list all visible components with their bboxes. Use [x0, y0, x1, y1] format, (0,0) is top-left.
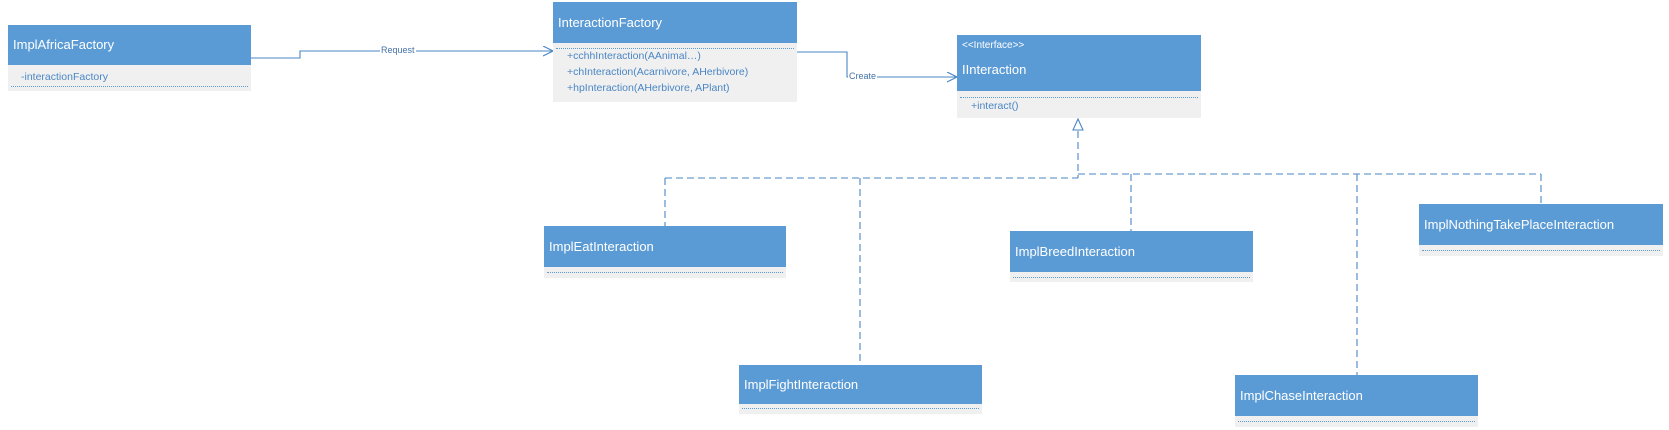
class-interaction-factory: InteractionFactory +cchhInteraction(AAni… [553, 2, 797, 102]
request-edge-label: Request [380, 45, 416, 56]
class-impl-eat-interaction: ImplEatInteraction [544, 226, 786, 278]
class-body [1010, 272, 1253, 282]
class-name: ImplEatInteraction [549, 239, 654, 254]
class-header: ImplChaseInteraction [1235, 375, 1478, 416]
divider [1238, 421, 1475, 422]
realization-lines [664, 131, 1542, 375]
divider [11, 86, 248, 87]
class-name: InteractionFactory [558, 15, 663, 30]
method-cchh-interaction: +cchhInteraction(AAnimal…) [567, 50, 701, 62]
method-interact: +interact() [971, 100, 1019, 112]
class-body [1235, 416, 1478, 427]
class-impl-fight-interaction: ImplFightInteraction [739, 365, 982, 414]
class-header: <<Interface>> IInteraction [957, 35, 1201, 91]
class-body: +interact() [957, 91, 1201, 118]
class-header: InteractionFactory [553, 2, 797, 43]
class-impl-breed-interaction: ImplBreedInteraction [1010, 231, 1253, 282]
class-body: +cchhInteraction(AAnimal…) +chInteractio… [553, 43, 797, 102]
class-header: ImplFightInteraction [739, 365, 982, 404]
create-edge-label: Create [848, 71, 878, 82]
divider [556, 48, 794, 49]
class-body: -interactionFactory [8, 65, 251, 91]
class-impl-africa-factory: ImplAfricaFactory -interactionFactory [8, 25, 251, 91]
class-name: IInteraction [962, 62, 1027, 77]
realization-arrowhead [1072, 117, 1084, 131]
divider [1422, 250, 1660, 251]
interface-stereotype: <<Interface>> [962, 40, 1025, 51]
class-name: ImplFightInteraction [744, 377, 859, 392]
class-name: ImplAfricaFactory [13, 37, 115, 52]
method-hp-interaction: +hpInteraction(AHerbivore, APlant) [567, 82, 730, 94]
class-body [1419, 245, 1663, 256]
request-association-line [251, 51, 553, 59]
class-header: ImplEatInteraction [544, 226, 786, 267]
class-header: ImplAfricaFactory [8, 25, 251, 65]
class-body [739, 404, 982, 414]
method-ch-interaction: +chInteraction(Acarnivore, AHerbivore) [567, 66, 749, 78]
class-header: ImplNothingTakePlaceInteraction [1419, 204, 1663, 245]
class-name: ImplChaseInteraction [1240, 388, 1363, 403]
create-association-line [797, 51, 957, 77]
divider [547, 272, 783, 273]
divider [742, 408, 979, 409]
class-name: ImplBreedInteraction [1015, 244, 1135, 259]
attribute-interaction-factory: -interactionFactory [21, 71, 108, 83]
divider [1013, 277, 1250, 278]
interface-iinteraction: <<Interface>> IInteraction +interact() [957, 35, 1201, 118]
class-body [544, 267, 786, 278]
class-impl-chase-interaction: ImplChaseInteraction [1235, 375, 1478, 427]
divider [960, 97, 1198, 98]
class-name: ImplNothingTakePlaceInteraction [1424, 217, 1615, 232]
class-impl-nothing-take-place-interaction: ImplNothingTakePlaceInteraction [1419, 204, 1663, 256]
class-header: ImplBreedInteraction [1010, 231, 1253, 272]
